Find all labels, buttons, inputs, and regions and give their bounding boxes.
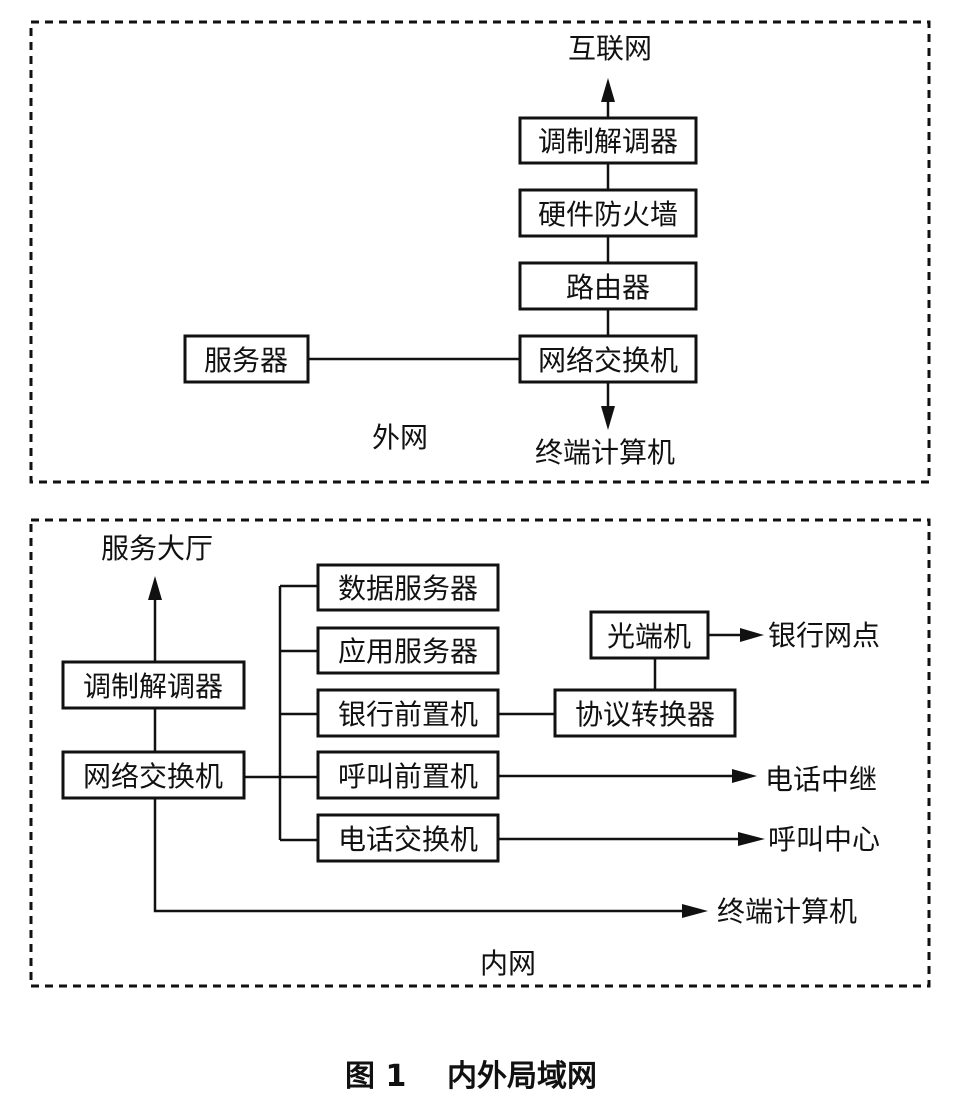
inner-terminal-label: 终端计算机	[717, 895, 857, 928]
outer-server-box: 服务器	[183, 334, 310, 384]
phone-relay-label: 电话中继	[765, 763, 877, 796]
bank-front-box: 银行前置机	[316, 688, 500, 738]
figure-number: 图 1	[345, 1059, 406, 1094]
arrow-right-icon	[732, 769, 757, 783]
outer-switch-label: 网络交换机	[538, 344, 678, 377]
outer-router-label: 路由器	[566, 271, 650, 304]
arrow-up-icon	[601, 78, 615, 102]
bank-front-label: 银行前置机	[338, 698, 478, 731]
protocol-converter-box: 协议转换器	[553, 688, 737, 738]
outer-network-frame	[29, 20, 931, 484]
arrow-right-icon	[740, 628, 764, 642]
figure-title: 内外局域网	[447, 1059, 597, 1094]
data-server-label: 数据服务器	[338, 572, 478, 605]
outer-network-label: 外网	[372, 421, 428, 454]
outer-modem-label: 调制解调器	[538, 125, 678, 158]
app-server-box: 应用服务器	[316, 626, 500, 675]
arrow-up-icon	[148, 576, 162, 600]
bank-branch-label: 银行网点	[768, 619, 880, 652]
phone-switch-box: 电话交换机	[316, 813, 500, 863]
call-front-label: 呼叫前置机	[338, 760, 478, 793]
protocol-converter-label: 协议转换器	[575, 698, 715, 731]
outer-router-box: 路由器	[518, 261, 698, 311]
outer-server-label: 服务器	[204, 344, 288, 377]
outer-firewall-label: 硬件防火墙	[538, 198, 678, 231]
phone-switch-label: 电话交换机	[338, 823, 478, 856]
outer-modem-box: 调制解调器	[518, 116, 698, 165]
connector	[153, 798, 685, 913]
call-front-box: 呼叫前置机	[316, 750, 500, 800]
arrow-right-icon	[682, 904, 708, 918]
outer-internet-label: 互联网	[568, 32, 652, 65]
inner-modem-label: 调制解调器	[83, 670, 223, 703]
inner-switch-box: 网络交换机	[61, 750, 246, 800]
arrow-right-icon	[738, 832, 765, 846]
outer-firewall-box: 硬件防火墙	[518, 188, 698, 238]
data-server-box: 数据服务器	[316, 563, 500, 612]
inner-network-frame	[29, 518, 931, 988]
optical-terminal-box: 光端机	[589, 610, 710, 660]
optical-terminal-label: 光端机	[607, 620, 691, 653]
inner-modem-box: 调制解调器	[61, 660, 246, 710]
call-center-label: 呼叫中心	[768, 823, 880, 856]
outer-terminal-label: 终端计算机	[535, 436, 675, 469]
app-server-label: 应用服务器	[338, 635, 478, 668]
arrow-down-icon	[601, 406, 615, 430]
inner-hall-label: 服务大厅	[101, 532, 213, 565]
outer-switch-box: 网络交换机	[518, 334, 698, 384]
inner-switch-label: 网络交换机	[83, 760, 223, 793]
inner-network-label: 内网	[480, 947, 536, 980]
